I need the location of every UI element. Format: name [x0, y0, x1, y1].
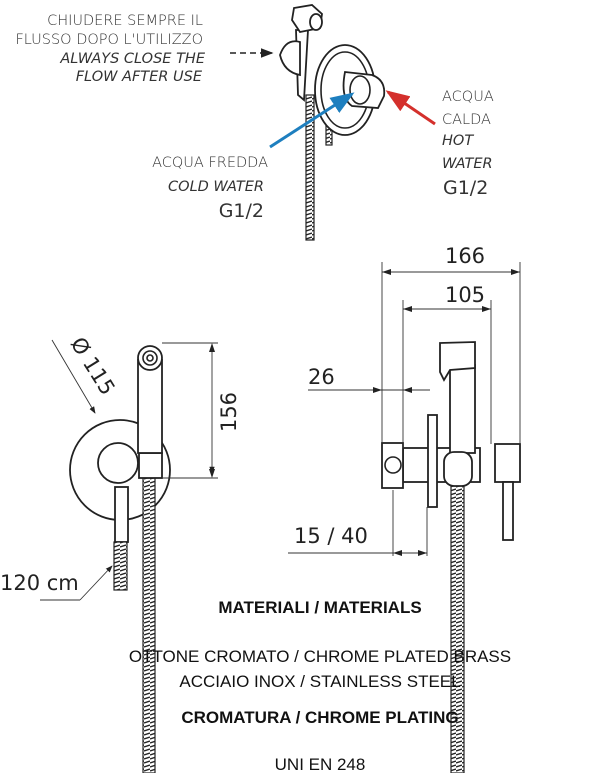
valve-depth: 26 [308, 365, 335, 389]
diameter-dimension: Ø 115 [66, 333, 120, 399]
cold-water-arrow [269, 92, 355, 149]
side-view: 166 105 26 15 / 40 [288, 244, 521, 773]
holder [279, 40, 301, 77]
holder-bracket [138, 452, 163, 479]
hose-length: 120 cm [0, 571, 79, 595]
short-hose [113, 541, 128, 591]
finish-heading: CROMATURA / CHROME PLATING [181, 708, 459, 727]
cold-thread: G1/2 [219, 200, 264, 222]
hose [305, 94, 315, 241]
holder-bracket [443, 451, 473, 487]
hot-en-1: HOT [442, 133, 474, 149]
valve-block [381, 442, 404, 489]
note-en-2: FLOW AFTER USE [76, 69, 203, 85]
handle [494, 443, 521, 483]
lever [114, 486, 129, 543]
hose [142, 477, 156, 773]
cold-it: ACQUA FREDDA [152, 155, 268, 171]
note-en-1: ALWAYS CLOSE THE [59, 51, 206, 67]
hot-it-1: ACQUA [442, 89, 494, 105]
height-dimension: 156 [217, 392, 241, 432]
cold-en: COLD WATER [168, 179, 264, 195]
front-view: 156 Ø 115 120 cm [0, 333, 241, 773]
note-it-2: FLUSSO DOPO L'UTILIZZO [15, 32, 203, 48]
hose [450, 485, 465, 773]
handset-depth: 105 [445, 283, 485, 307]
handset-head [439, 341, 476, 382]
hot-thread: G1/2 [443, 177, 488, 199]
note-it-1: CHIUDERE SEMPRE IL [47, 13, 203, 29]
material-2: ACCIAIO INOX / STAINLESS STEEL [179, 672, 461, 691]
standard: UNI EN 248 [274, 755, 366, 774]
material-1: OTTONE CROMATO / CHROME PLATED BRASS [128, 647, 512, 666]
wall-plate [427, 414, 438, 508]
overall-depth: 166 [445, 244, 485, 268]
hot-it-2: CALDA [442, 112, 491, 128]
valve-knob [97, 442, 139, 484]
handset-body [449, 364, 476, 454]
hot-en-2: WATER [442, 156, 493, 172]
lever [502, 481, 514, 541]
handset-head [137, 345, 163, 371]
isometric-view: CHIUDERE SEMPRE IL FLUSSO DOPO L'UTILIZZ… [15, 4, 494, 241]
wall-adjustment: 15 / 40 [294, 524, 368, 548]
materials-heading: MATERIALI / MATERIALS [218, 598, 422, 617]
handset-body [137, 359, 163, 454]
hot-water-arrow [385, 90, 436, 126]
